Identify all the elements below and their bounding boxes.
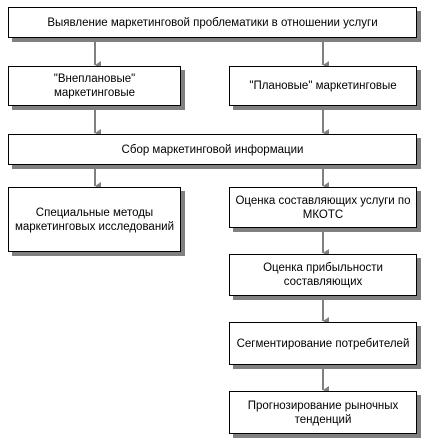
node-special-methods-label: Специальные методы маркетинговых исследо… [14, 206, 175, 233]
node-evaluate-profitability-label: Оценка прибыльности составляющих [263, 262, 383, 288]
node-special-methods: Специальные методы маркетинговых исследо… [8, 187, 181, 252]
node-planned-label: "Плановые" маркетинговые [249, 80, 397, 92]
node-unplanned: "Внеплановые" маркетинговые [8, 66, 181, 106]
node-identify-problem-label: Выявление маркетинговой проблематики в о… [47, 16, 378, 29]
node-segmentation: Сегментирование потребителей [229, 322, 417, 365]
node-unplanned-label: "Внеплановые" маркетинговые [53, 73, 136, 99]
node-collect-info: Сбор маркетинговой информации [8, 134, 417, 165]
node-evaluate-components-label: Оценка составляющих услуги по МКОТС [235, 194, 411, 221]
node-identify-problem: Выявление маркетинговой проблематики в о… [8, 7, 417, 38]
node-collect-info-label: Сбор маркетинговой информации [121, 143, 304, 156]
node-evaluate-profitability: Оценка прибыльности составляющих [229, 254, 417, 296]
connector-arrows [94, 42, 329, 394]
node-forecasting-label: Прогнозирование рыночных тенденций [247, 399, 399, 426]
node-forecasting: Прогнозирование рыночных тенденций [229, 391, 417, 434]
node-evaluate-components: Оценка составляющих услуги по МКОТС [229, 187, 417, 228]
node-planned: "Плановые" маркетинговые [229, 66, 417, 106]
node-segmentation-label: Сегментирование потребителей [236, 337, 410, 350]
